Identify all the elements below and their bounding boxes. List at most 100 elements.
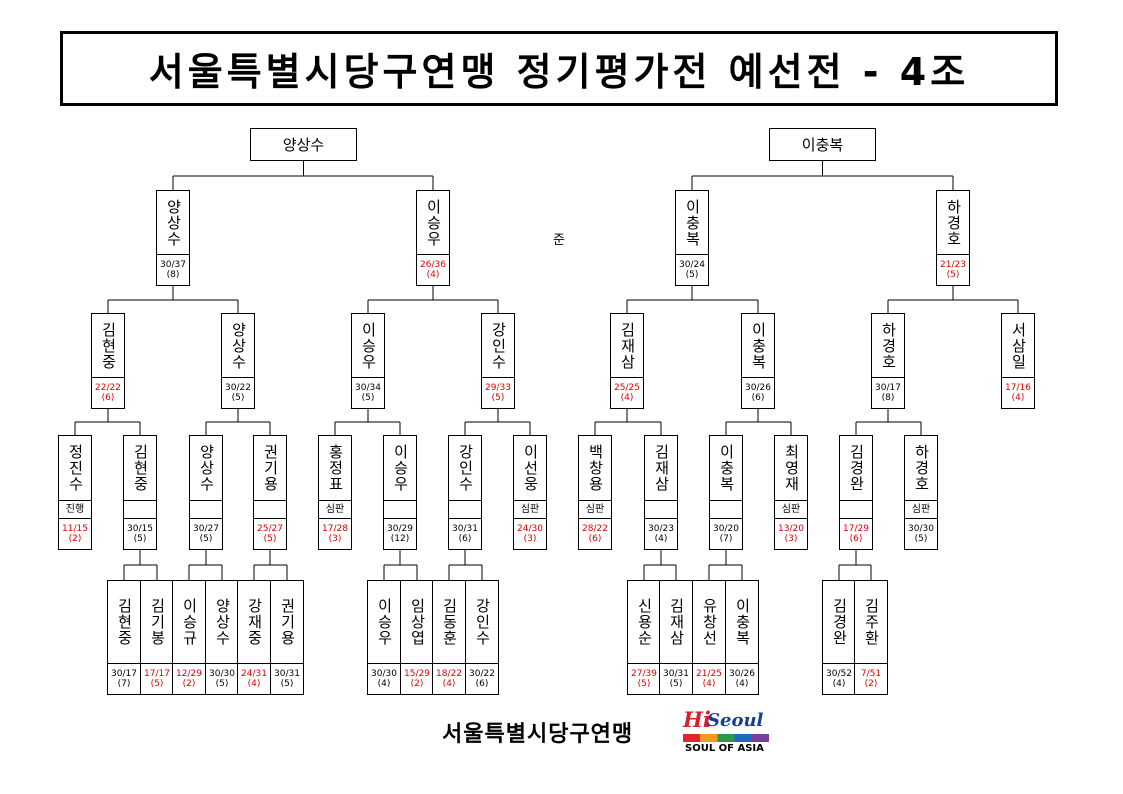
player-box: 이승우 30/30(4) [367, 580, 401, 695]
score-innings: (4) [377, 679, 391, 689]
score-innings: (6) [101, 393, 115, 403]
score-value: 25/25 [614, 383, 640, 393]
player-name: 김현중 [99, 321, 118, 370]
logo-tagline: SOUL OF ASIA [685, 743, 764, 754]
player-name: 이승우 [375, 598, 394, 646]
score-innings: (8) [881, 393, 895, 403]
player-score: 30/17(8) [872, 377, 904, 408]
player-score: 24/30(3) [514, 518, 546, 549]
player-name: 양상수 [164, 198, 183, 247]
player-score: 30/17(7) [108, 663, 140, 694]
player-score: 30/23(4) [645, 518, 677, 549]
score-innings: (5) [491, 393, 505, 403]
logo-hi-text: Hi [683, 707, 711, 732]
score-value: 30/30 [371, 669, 397, 679]
player-box: 김주환 7/51(2) [854, 580, 888, 695]
player-name: 정진수 [66, 444, 85, 492]
score-innings: (6) [475, 679, 489, 689]
score-innings: (6) [849, 534, 863, 544]
player-score: 29/33(5) [482, 377, 514, 408]
score-value: 30/26 [729, 669, 755, 679]
score-value: 30/30 [209, 669, 235, 679]
player-score: 30/27(5) [190, 518, 222, 549]
score-innings: (5) [280, 679, 294, 689]
player-score: 30/20(7) [710, 518, 742, 549]
score-innings: (2) [410, 679, 424, 689]
player-score: 11/15(2) [59, 518, 91, 549]
score-value: 30/22 [469, 669, 495, 679]
player-score: 30/26(4) [726, 663, 758, 694]
score-innings: (2) [864, 679, 878, 689]
player-name: 김주환 [862, 598, 881, 646]
player-score: 25/27(5) [254, 518, 286, 549]
player-name: 강인수 [489, 321, 508, 370]
score-innings: (4) [426, 270, 440, 280]
player-name: 이충복 [749, 321, 768, 370]
player-name: 이승규 [180, 598, 199, 646]
player-name: 권기용 [278, 598, 297, 646]
player-name: 김현중 [131, 444, 150, 492]
player-score: 24/31(4) [238, 663, 270, 694]
player-score: 13/20(3) [775, 518, 807, 549]
score-innings: (5) [150, 679, 164, 689]
score-value: 30/31 [452, 524, 478, 534]
score-innings: (5) [133, 534, 147, 544]
score-innings: (5) [685, 270, 699, 280]
score-innings: (4) [247, 679, 261, 689]
player-name: 이승우 [424, 198, 443, 247]
footer-org-name: 서울특별시당구연맹 [442, 722, 634, 747]
player-role-note: 심판 [579, 500, 611, 518]
score-value: 24/30 [517, 524, 543, 534]
player-score: 7/51(2) [855, 663, 887, 694]
player-name: 강재중 [245, 598, 264, 646]
player-score: 30/30(5) [905, 518, 937, 549]
player-name: 백창용 [586, 444, 605, 492]
score-innings: (5) [215, 679, 229, 689]
player-score: 30/24(5) [676, 254, 708, 285]
player-name: 강인수 [456, 444, 475, 492]
score-value: 30/34 [355, 383, 381, 393]
score-value: 29/33 [485, 383, 511, 393]
score-value: 21/25 [696, 669, 722, 679]
score-value: 27/39 [631, 669, 657, 679]
player-name: 유창선 [700, 598, 719, 646]
score-innings: (6) [458, 534, 472, 544]
score-value: 30/52 [826, 669, 852, 679]
player-name: 김경완 [847, 444, 866, 492]
score-value: 30/29 [387, 524, 413, 534]
player-name: 이승우 [391, 444, 410, 492]
player-role-note [124, 500, 156, 518]
player-score: 12/29(2) [173, 663, 205, 694]
logo-color-stripes [683, 734, 769, 742]
score-value: 30/26 [745, 383, 771, 393]
score-value: 22/22 [95, 383, 121, 393]
player-name: 임상엽 [408, 598, 427, 646]
score-value: 12/29 [176, 669, 202, 679]
score-value: 17/16 [1005, 383, 1031, 393]
score-innings: (12) [390, 534, 410, 544]
player-score: 26/36(4) [417, 254, 449, 285]
title-box: 서울특별시당구연맹 정기평가전 예선전 - 4조 [60, 31, 1058, 106]
score-innings: (4) [832, 679, 846, 689]
score-value: 30/27 [193, 524, 219, 534]
score-innings: (5) [263, 534, 277, 544]
player-score: 30/30(4) [368, 663, 400, 694]
